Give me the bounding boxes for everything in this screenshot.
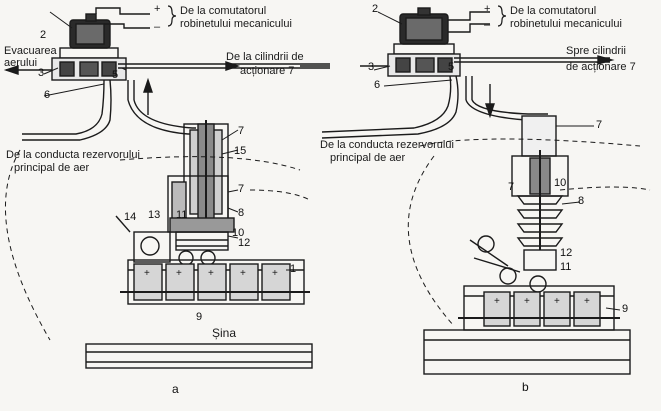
- a-number-14: 14: [124, 211, 137, 223]
- a-number-2: 2: [40, 29, 47, 41]
- svg-text:+: +: [272, 268, 278, 279]
- b-commutator-text-2: robinetului mecanicului: [510, 18, 622, 30]
- b-to-cyl-text-1: Spre cilindrii: [566, 45, 626, 57]
- b-number-11: 11: [560, 261, 572, 273]
- a-number-1: 1: [290, 263, 297, 275]
- b-sign-plus: +: [484, 3, 491, 15]
- b-cylinder: [511, 115, 569, 271]
- svg-text:+: +: [554, 296, 560, 307]
- b-rail: [423, 329, 631, 375]
- a-main-pipe-text-1: De la conducta rezervorului: [6, 149, 140, 161]
- a-from-cyl-text-2: acționare 7: [240, 65, 295, 77]
- b-number-6: 6: [374, 79, 381, 91]
- a-number-8: 8: [238, 207, 245, 219]
- a-number-5: 5: [112, 69, 119, 81]
- b-number-12: 12: [560, 247, 573, 259]
- a-brake-block: [120, 259, 310, 305]
- a-number-9: 9: [196, 311, 203, 323]
- a-number-15: 15: [234, 145, 247, 157]
- a-commutator-text-2: robinetului mecanicului: [180, 18, 292, 30]
- b-caption: b: [522, 380, 529, 394]
- b-sign-minus: –: [484, 19, 491, 31]
- a-exhaust-text-1: Evacuarea: [4, 45, 57, 57]
- a-number-10: 10: [232, 227, 245, 239]
- b-linkage: [469, 235, 547, 293]
- svg-text:+: +: [240, 268, 246, 279]
- a-lower-assembly: [115, 215, 235, 266]
- b-number-7-mid: 7: [508, 181, 515, 193]
- b-number-10: 10: [554, 177, 567, 189]
- b-commutator-text-1: De la comutatorul: [510, 5, 597, 17]
- b-number-2: 2: [372, 3, 379, 15]
- b-number-7-top: 7: [596, 119, 603, 131]
- a-sign-plus: +: [154, 3, 161, 15]
- b-brake-block: [458, 285, 620, 331]
- a-number-7-top: 7: [238, 125, 245, 137]
- a-commutator-text-1: De la comutatorul: [180, 5, 267, 17]
- a-number-3: 3: [38, 67, 45, 79]
- b-main-pipe-text-1: De la conducta rezervorului: [320, 139, 454, 151]
- svg-text:+: +: [524, 296, 530, 307]
- a-electrovalve: [51, 13, 127, 81]
- svg-text:+: +: [144, 268, 150, 279]
- a-number-6: 6: [44, 89, 51, 101]
- b-electrovalve: [387, 7, 461, 77]
- a-exhaust-text-2: aerului: [4, 57, 38, 69]
- a-rail-label: Șina: [212, 326, 237, 340]
- b-number-9: 9: [622, 303, 629, 315]
- a-number-13: 13: [148, 209, 161, 221]
- a-rail: [85, 343, 313, 369]
- svg-text:+: +: [208, 268, 214, 279]
- b-number-5: 5: [448, 61, 455, 73]
- a-caption: a: [172, 382, 179, 396]
- b-number-3: 3: [368, 61, 375, 73]
- svg-text:+: +: [584, 296, 590, 307]
- a-main-pipe-text-2: principal de aer: [14, 162, 90, 174]
- b-main-pipe-text-2: principal de aer: [330, 152, 406, 164]
- a-number-12: 12: [238, 237, 251, 249]
- svg-text:+: +: [176, 268, 182, 279]
- a-sign-minus: –: [154, 21, 161, 33]
- a-number-11: 11: [176, 209, 188, 221]
- a-number-7-mid: 7: [238, 183, 245, 195]
- svg-text:+: +: [494, 296, 500, 307]
- b-to-cyl-text-2: de acționare 7: [566, 61, 636, 73]
- a-from-cyl-text-1: De la cilindrii de: [226, 51, 304, 63]
- b-number-8: 8: [578, 195, 585, 207]
